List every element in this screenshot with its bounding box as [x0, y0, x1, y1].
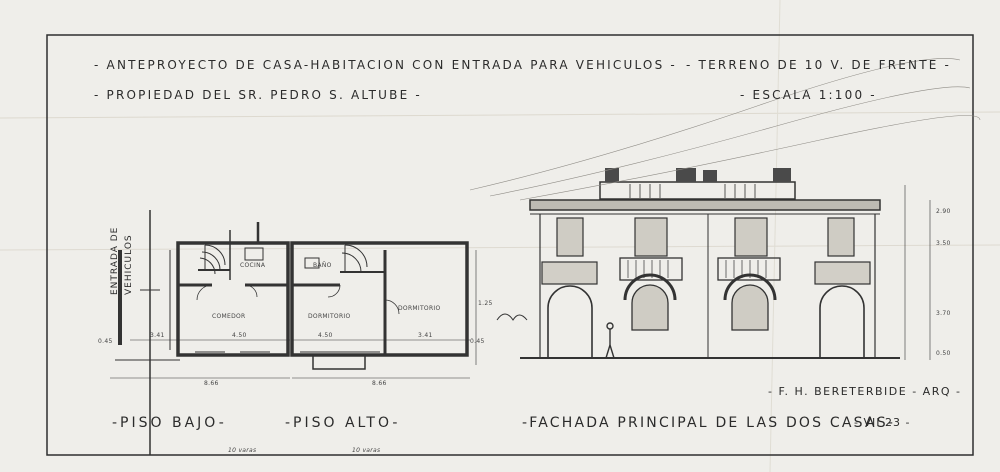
footnote-right: 10 varas — [352, 447, 381, 454]
vehicle-entry — [115, 210, 180, 455]
fold-crease — [0, 111, 1000, 119]
facade-height-2: 3.50 — [936, 240, 951, 247]
sky-sketch-lines — [469, 58, 981, 201]
stair-bajo — [198, 230, 231, 280]
drawing-date: - VII 23 - — [854, 416, 911, 429]
facade-elevation — [496, 168, 931, 360]
lot-frontage: - TERRENO DE 10 V. DE FRENTE - — [686, 58, 952, 72]
dim-045-right: 0.45 — [470, 338, 485, 345]
room-dormitorio-1: DORMITORIO — [308, 313, 351, 320]
facade-height-3: 3.70 — [936, 310, 951, 317]
label-fachada: -FACHADA PRINCIPAL DE LAS DOS CASAS- — [522, 415, 896, 431]
plan-piso-alto — [290, 241, 477, 379]
architect-signature: - F. H. BERETERBIDE - ARQ - — [768, 385, 962, 398]
dim-125: 1.25 — [478, 300, 493, 307]
dim-450-dorm: 4.50 — [318, 332, 333, 339]
dim-341-right: 3.41 — [418, 332, 433, 339]
room-bano: BAÑO — [313, 262, 332, 269]
stair-alto — [340, 244, 385, 273]
parapet-balusters — [629, 184, 756, 198]
room-dormitorio-2: DORMITORIO — [398, 305, 441, 312]
roof-urns — [605, 168, 791, 182]
title-line-2: - PROPIEDAD DEL SR. PEDRO S. ALTUBE - — [94, 88, 422, 102]
room-comedor: COMEDOR — [212, 313, 246, 320]
title-line-1: - ANTEPROYECTO DE CASA-HABITACION CON EN… — [94, 58, 677, 72]
dim-341-left: 3.41 — [150, 332, 165, 339]
human-figure — [605, 322, 615, 359]
dim-866-right: 8.66 — [372, 380, 387, 387]
label-piso-alto: -PISO ALTO- — [285, 415, 401, 431]
dim-866-left: 8.66 — [204, 380, 219, 387]
facade-height-4: 0.50 — [936, 350, 951, 357]
entrada-label-1: ENTRADA DE — [110, 226, 120, 295]
footnote-left: 10 varas — [228, 447, 257, 454]
entrada-label-2: VEHICULOS — [124, 234, 134, 295]
dim-045-left: 0.45 — [98, 338, 113, 345]
border-frame — [46, 34, 974, 456]
scale-label: - ESCALA 1:100 - — [740, 88, 877, 102]
dim-450-comedor: 4.50 — [232, 332, 247, 339]
plan-piso-bajo — [110, 222, 290, 379]
facade-height-1: 2.90 — [936, 208, 951, 215]
label-piso-bajo: -PISO BAJO- — [112, 415, 227, 431]
fold-crease — [769, 0, 781, 472]
room-cocina: COCINA — [240, 262, 266, 269]
